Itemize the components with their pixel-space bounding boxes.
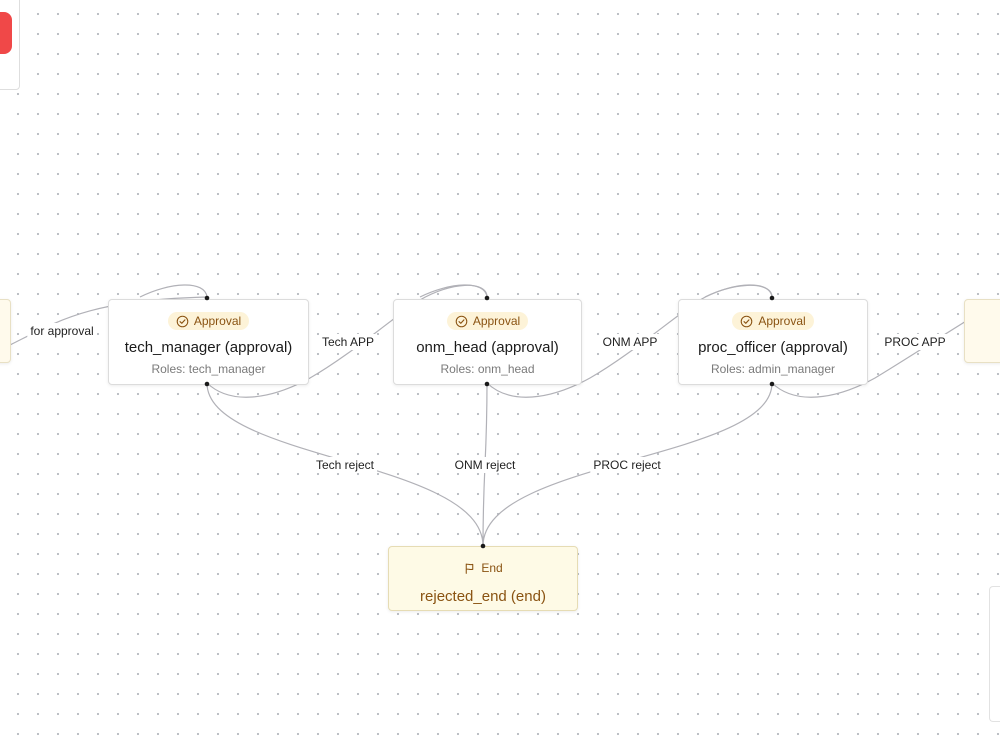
node-proc-officer[interactable]: Approval proc_officer (approval) Roles: … (678, 299, 868, 385)
edge-label-tech-app: Tech APP (318, 334, 378, 350)
node-title: rejected_end (end) (420, 587, 546, 605)
edge-label-tech-reject: Tech reject (312, 457, 378, 473)
node-roles: Roles: tech_manager (151, 361, 266, 376)
node-tech-manager[interactable]: Approval tech_manager (approval) Roles: … (108, 299, 309, 385)
start-node-partial[interactable] (0, 299, 11, 363)
node-roles: Roles: admin_manager (710, 361, 836, 376)
edge-proc-self-loop[interactable] (704, 284, 773, 298)
edge-label-for-approval: for approval (27, 323, 97, 339)
node-rejected-end[interactable]: End rejected_end (end) (388, 546, 578, 611)
node-type-badge: End (455, 559, 510, 577)
action-button[interactable] (0, 12, 12, 54)
badge-label: End (481, 561, 503, 575)
badge-label: Approval (758, 314, 806, 328)
node-roles: Roles: onm_head (440, 361, 535, 376)
check-circle-icon (455, 315, 468, 327)
node-title: onm_head (approval) (416, 338, 559, 356)
node-type-badge: Approval (732, 312, 814, 330)
edge-label-onm-reject: ONM reject (451, 457, 519, 473)
edge-label-proc-reject: PROC reject (590, 457, 664, 473)
flag-icon (466, 563, 474, 574)
edge-label-onm-app: ONM APP (599, 334, 661, 350)
node-title: tech_manager (approval) (124, 338, 293, 356)
node-title: proc_officer (approval) (698, 338, 848, 356)
node-type-badge: Approval (446, 312, 529, 330)
node-type-badge: Approval (167, 312, 250, 330)
badge-label: Approval (472, 314, 521, 328)
node-onm-head[interactable]: Approval onm_head (approval) Roles: onm_… (393, 299, 582, 385)
edge-proc-app[interactable] (771, 299, 1000, 398)
check-circle-icon (741, 315, 753, 327)
check-circle-icon (176, 315, 189, 327)
edge-onm-self-loop[interactable] (419, 284, 488, 298)
badge-label: Approval (193, 314, 242, 328)
edge-label-proc-app: PROC APP (881, 334, 949, 350)
next-node-partial[interactable] (964, 299, 1000, 363)
minimap-panel (989, 586, 1000, 722)
edge-tech-self-loop[interactable] (139, 284, 208, 298)
